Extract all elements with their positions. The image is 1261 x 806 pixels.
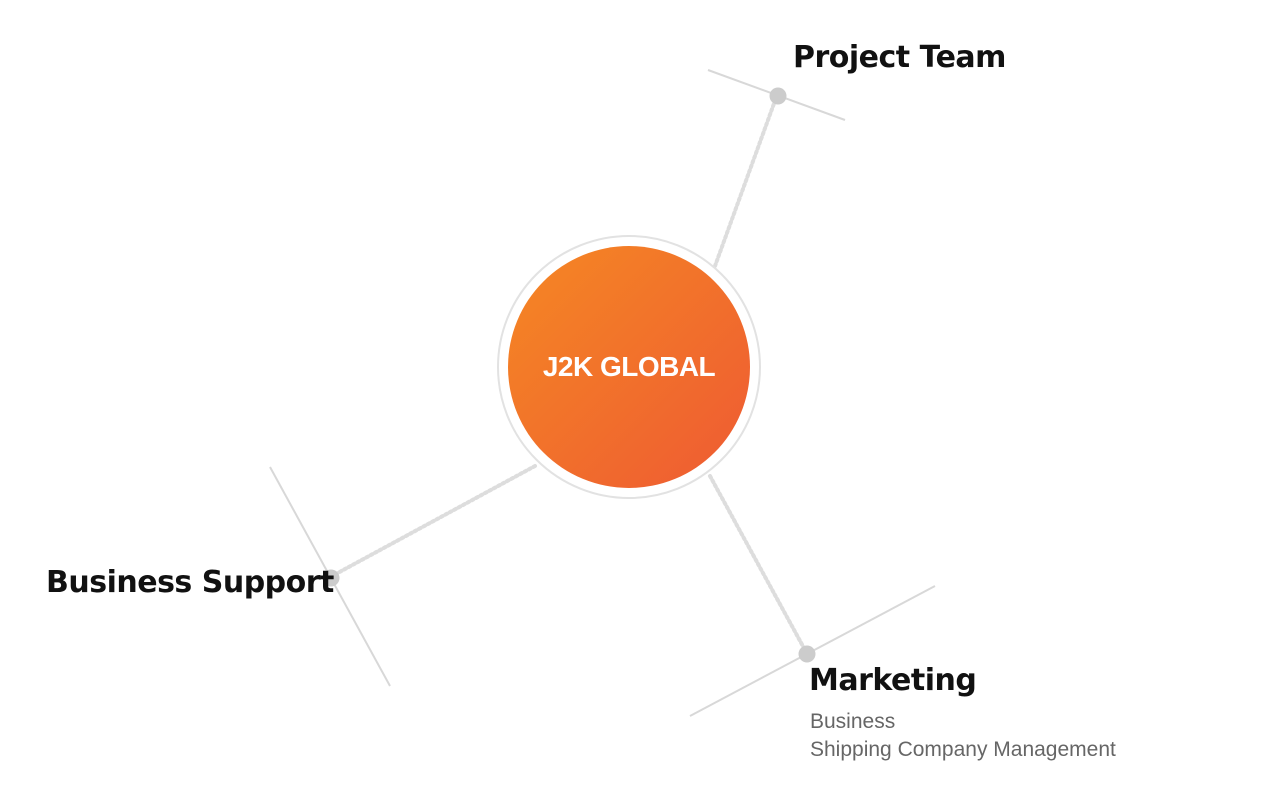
connector-marketing	[708, 474, 807, 652]
marketing-title: Marketing	[809, 663, 977, 698]
project-team-node-dot	[769, 87, 787, 105]
connector-business-support	[332, 464, 537, 577]
project-team-title: Project Team	[793, 40, 1006, 75]
marketing-item-shipping: Shipping Company Management	[810, 738, 1116, 761]
business-support-title: Business Support	[46, 565, 334, 600]
business-support-node-dot	[322, 569, 340, 587]
marketing-node-dot	[798, 645, 816, 663]
connector-project-team	[713, 96, 778, 268]
center-hub-label: J2K GLOBAL	[542, 351, 716, 382]
center-hub-circle	[508, 246, 750, 488]
marketing-item-business: Business	[810, 710, 896, 733]
